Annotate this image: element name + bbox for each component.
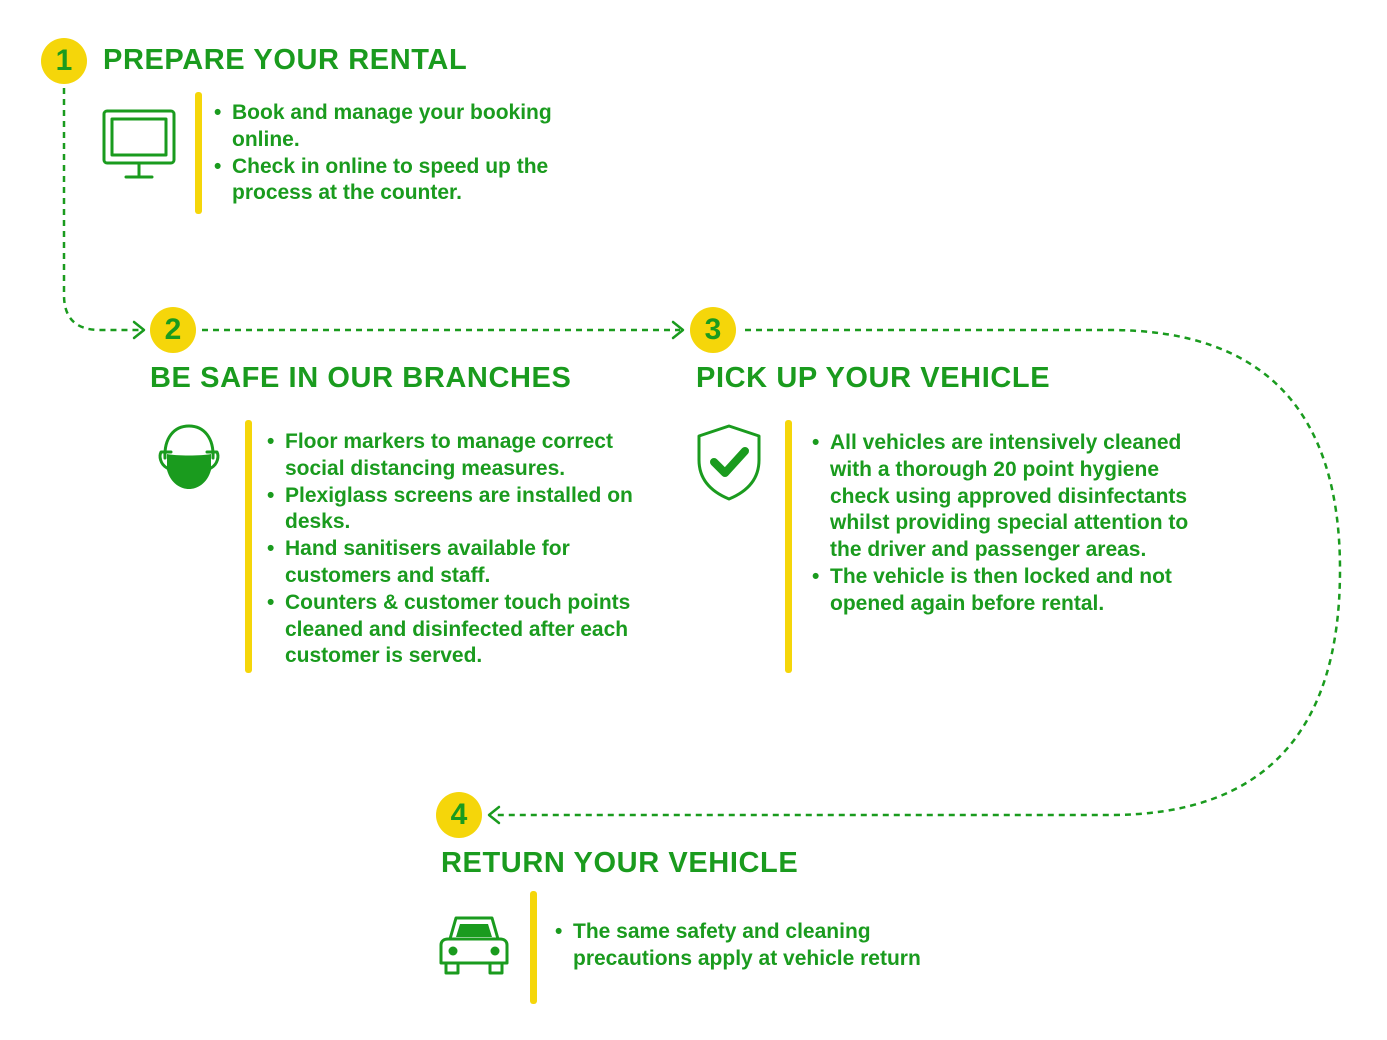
arrowhead-2 <box>132 320 146 340</box>
car-icon <box>439 916 509 975</box>
step-2-bullets: Floor markers to manage correct social d… <box>267 429 667 670</box>
step-4-badge: 4 <box>436 792 482 838</box>
step-2-badge: 2 <box>150 307 196 353</box>
step-3-bullet: The vehicle is then locked and not opene… <box>812 564 1212 618</box>
shield-check-icon <box>697 424 761 501</box>
step-4-title: RETURN YOUR VEHICLE <box>441 847 799 879</box>
step-1-divider <box>195 92 202 214</box>
connector-1-to-2 <box>62 88 140 332</box>
connector-3-to-4 <box>494 328 1342 817</box>
step-3-badge: 3 <box>690 307 736 353</box>
step-2-bullet: Counters & customer touch points cleaned… <box>267 590 667 670</box>
step-2-bullet: Floor markers to manage correct social d… <box>267 429 667 483</box>
step-1-bullets: Book and manage your booking online. Che… <box>214 100 574 207</box>
step-2-title: BE SAFE IN OUR BRANCHES <box>150 362 572 394</box>
arrowhead-3 <box>671 320 685 340</box>
step-4-bullet: The same safety and cleaning precautions… <box>555 919 985 973</box>
step-1-title: PREPARE YOUR RENTAL <box>103 44 468 76</box>
step-3-bullets: All vehicles are intensively cleaned wit… <box>812 430 1212 618</box>
step-4-divider <box>530 891 537 1004</box>
step-3-title: PICK UP YOUR VEHICLE <box>696 362 1051 394</box>
step-4-bullets: The same safety and cleaning precautions… <box>555 919 985 973</box>
arrowhead-4 <box>487 805 501 825</box>
face-mask-icon <box>158 424 220 489</box>
monitor-icon <box>102 109 176 179</box>
step-1-badge: 1 <box>41 38 87 84</box>
step-3-bullet: All vehicles are intensively cleaned wit… <box>812 430 1212 564</box>
step-2-divider <box>245 420 252 673</box>
step-3-divider <box>785 420 792 673</box>
step-1-bullet: Book and manage your booking online. <box>214 100 574 154</box>
step-2-bullet: Hand sanitisers available for customers … <box>267 536 667 590</box>
step-2-bullet: Plexiglass screens are installed on desk… <box>267 483 667 537</box>
step-1-bullet: Check in online to speed up the process … <box>214 154 574 208</box>
